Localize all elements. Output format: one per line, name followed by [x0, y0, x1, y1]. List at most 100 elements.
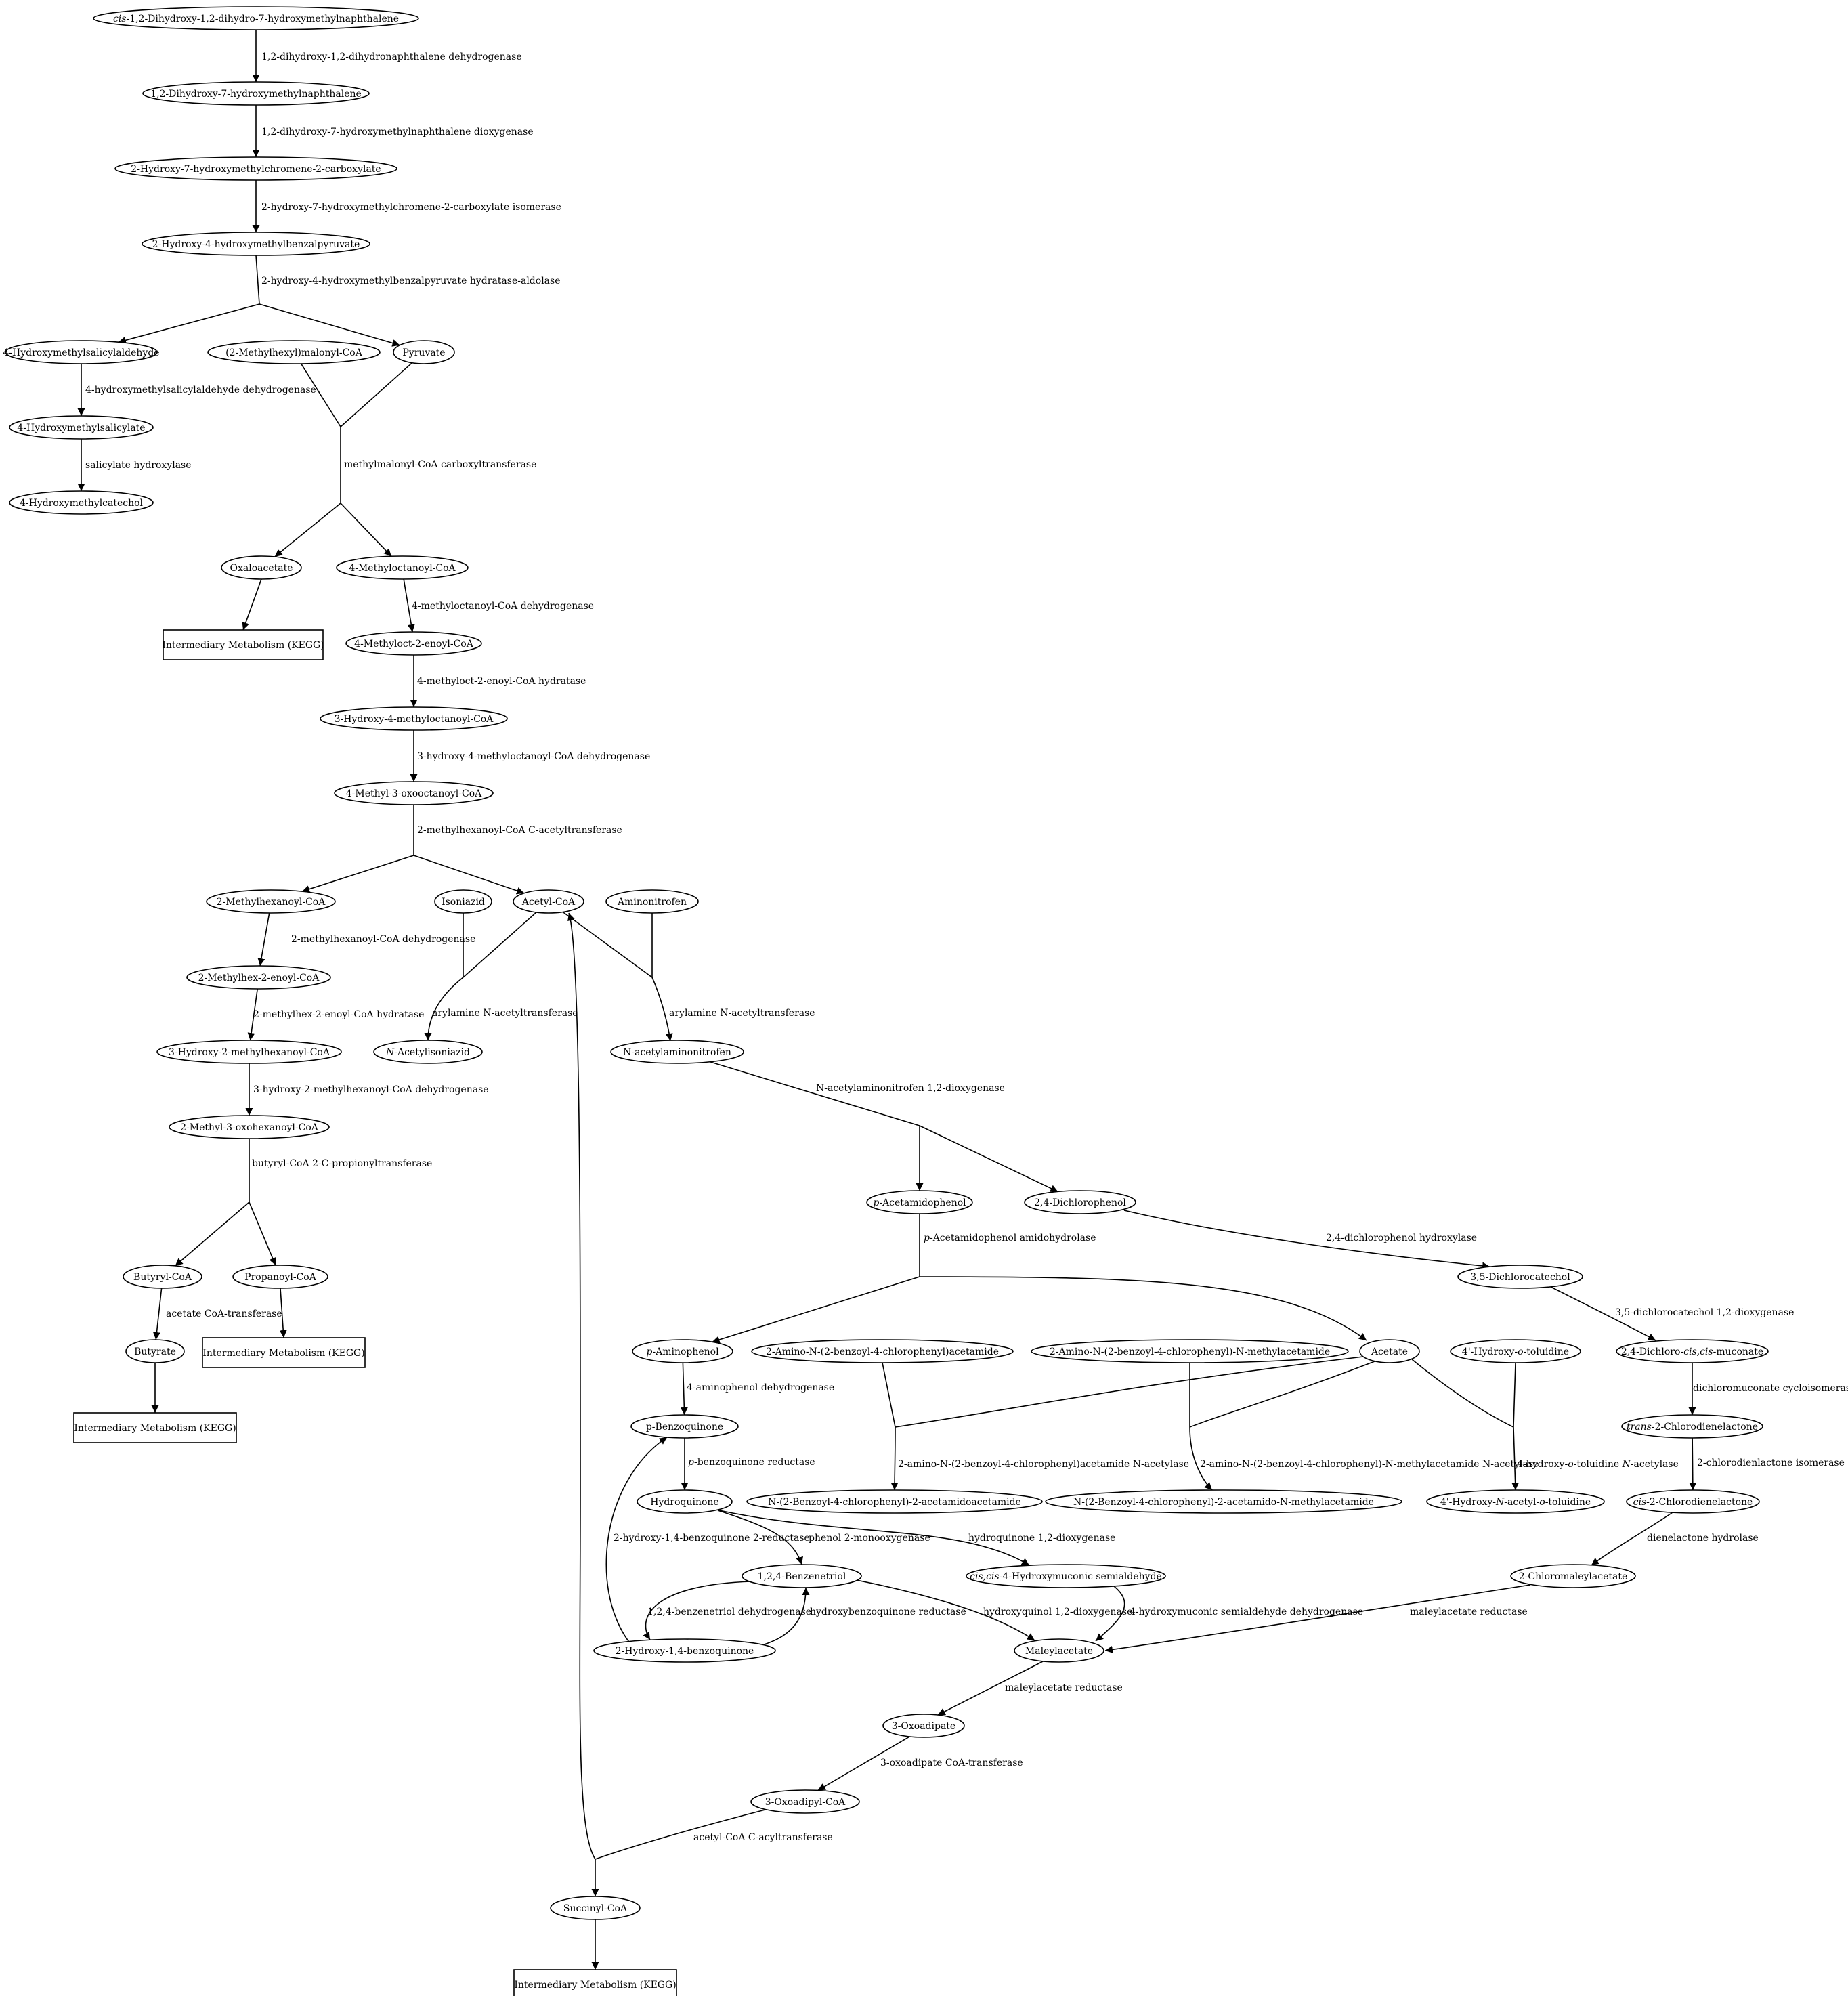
edge-e07-out-a: [274, 503, 341, 557]
node-pbq: p-Benzoquinone: [630, 1414, 739, 1439]
node-label: cis-2-Chlorodienelactone: [1633, 1497, 1753, 1508]
node-hmc: 4-Hydroxymethylcatechol: [9, 490, 154, 515]
node-label: p-Acetamidophenol: [873, 1197, 966, 1208]
edge-e07-out-b: [340, 503, 392, 557]
node-label: 4-Methyloctanoyl-CoA: [349, 563, 456, 574]
edge-e15-a: [175, 1202, 250, 1267]
node-label: Oxaloacetate: [230, 563, 293, 574]
edge-label-e31: phenol 2-monooxygenase: [809, 1533, 930, 1544]
node-label: 2-Hydroxy-7-hydroxymethylchromene-2-carb…: [131, 164, 381, 175]
edge-label-e30: 4-hydroxy-o-toluidine N-acetylase: [1517, 1459, 1679, 1470]
node-dcp: 2,4-Dichlorophenol: [1024, 1190, 1136, 1214]
edge-labels-layer: 1,2-dihydroxy-1,2-dihydronaphthalene deh…: [85, 51, 1848, 1843]
node-mo-coa: 4-Methyloctanoyl-CoA: [336, 555, 469, 580]
edge-e28-in-b: [895, 1356, 1364, 1428]
edge-e34: [643, 1581, 752, 1640]
node-label: 4'-Hydroxy-o-toluidine: [1462, 1346, 1569, 1357]
node-label: 1,2,4-Benzenetriol: [758, 1571, 846, 1582]
node-mooc-coa: 4-Methyl-3-oxooctanoyl-CoA: [334, 781, 494, 805]
node-label: 1,2-Dihydroxy-7-hydroxymethylnaphthalene: [150, 89, 362, 100]
node-label: Intermediary Metabolism (KEGG): [202, 1348, 364, 1359]
node-label: 4-Methyloct-2-enoyl-CoA: [354, 639, 474, 650]
node-label: 4-Hydroxymethylcatechol: [20, 498, 144, 509]
node-label: cis,cis-4-Hydroxymuconic semialdehyde: [970, 1571, 1162, 1582]
node-bcpaa: N-(2-Benzoyl-4-chlorophenyl)-2-acetamido…: [746, 1489, 1043, 1514]
node-label: 2-Hydroxy-1,4-benzoquinone: [616, 1646, 754, 1657]
node-maleylacetate: Maleylacetate: [1014, 1638, 1104, 1663]
node-hnaot: 4'-Hydroxy-N-acetyl-o-toluidine: [1426, 1489, 1605, 1514]
edge-e12: [257, 912, 270, 967]
edge-label-e22: 3,5-dichlorocatechol 1,2-dioxygenase: [1615, 1307, 1794, 1318]
edge-e30-in-b: [1411, 1359, 1514, 1428]
edge-label-e36: hydroxyquinol 1,2-dioxygenase: [983, 1607, 1132, 1617]
node-hms: 4-Hydroxymethylsalicylate: [9, 415, 154, 440]
edge-label-e20: p-Acetamidophenol amidohydrolase: [924, 1233, 1096, 1244]
node-label: (2-Methylhexyl)malonyl-CoA: [225, 347, 363, 358]
node-acetylcoa: Acetyl-CoA: [513, 889, 584, 914]
edge-e04-b: [259, 303, 400, 347]
edge-e18-in-b: [562, 911, 653, 978]
edge-label-e18: arylamine N-acetyltransferase: [669, 1008, 815, 1019]
node-kegg4: Intermediary Metabolism (KEGG): [513, 1969, 677, 1996]
edge-e19-stem: [710, 1061, 920, 1126]
node-label: p-Aminophenol: [646, 1346, 719, 1357]
node-label: 4-Hydroxymethylsalicylaldehyde: [3, 347, 159, 358]
node-label: 2-Methylhex-2-enoyl-CoA: [198, 973, 320, 983]
edge-label-e39: maleylacetate reductase: [1005, 1682, 1123, 1693]
node-acisoniazid: N-Acetylisoniazid: [373, 1040, 483, 1064]
edge-e15-b: [249, 1202, 276, 1266]
edge-label-e10: 3-hydroxy-4-methyloctanoyl-CoA dehydroge…: [417, 751, 650, 762]
edge-propanoyl-kegg: [279, 1288, 287, 1338]
edge-label-e05: 4-hydroxymethylsalicylaldehyde dehydroge…: [85, 385, 316, 396]
edge-label-e25: dienelactone hydrolase: [1647, 1533, 1759, 1544]
node-label: 2-Methylhexanoyl-CoA: [217, 897, 326, 908]
edge-label-e03: 2-hydroxy-7-hydroxymethylchromene-2-carb…: [261, 202, 561, 213]
node-label: Succinyl-CoA: [563, 1903, 628, 1914]
node-succinyl-coa: Succinyl-CoA: [550, 1896, 641, 1920]
edge-e13: [247, 988, 259, 1041]
node-oxaloacetate: Oxaloacetate: [221, 555, 302, 580]
node-hot: 4'-Hydroxy-o-toluidine: [1450, 1339, 1581, 1363]
edge-label-e32: hydroquinone 1,2-dioxygenase: [968, 1533, 1115, 1544]
node-bcpam: N-(2-Benzoyl-4-chlorophenyl)-2-acetamido…: [1045, 1489, 1402, 1514]
node-label: 3,5-Dichlorocatechol: [1470, 1272, 1570, 1283]
node-kegg2: Intermediary Metabolism (KEGG): [202, 1337, 366, 1368]
node-hmh-coa: 3-Hydroxy-2-methylhexanoyl-CoA: [156, 1040, 342, 1064]
edge-label-e23: dichloromuconate cycloisomerase: [1693, 1383, 1848, 1394]
edge-label-e01: 1,2-dihydroxy-1,2-dihydronaphthalene deh…: [261, 51, 522, 62]
node-hmo-coa: 3-Hydroxy-4-methyloctanoyl-CoA: [320, 706, 508, 731]
node-mo2e-coa: 4-Methyloct-2-enoyl-CoA: [345, 631, 482, 656]
node-label: Propanoyl-CoA: [244, 1272, 317, 1283]
node-oxoadipyl-coa: 3-Oxoadipyl-CoA: [750, 1789, 860, 1814]
edge-label-e27: p-benzoquinone reductase: [688, 1457, 815, 1468]
node-label: 3-Oxoadipate: [892, 1721, 955, 1732]
edge-e29-out: [1189, 1426, 1213, 1491]
edge-e07-in-a: [300, 363, 341, 427]
node-label: N-Acetylisoniazid: [385, 1047, 470, 1058]
edge-label-e02: 1,2-dihydroxy-7-hydroxymethylnaphthalene…: [261, 127, 534, 137]
edge-label-e06: salicylate hydroxylase: [85, 460, 192, 471]
edge-e41-in: [595, 1809, 766, 1860]
edge-label-e17: arylamine N-acetyltransferase: [432, 1008, 578, 1019]
edge-e24: [1689, 1437, 1697, 1491]
node-label: Pyruvate: [402, 347, 445, 358]
node-dhn: 1,2-Dihydroxy-7-hydroxymethylnaphthalene: [142, 81, 370, 106]
node-kegg3: Intermediary Metabolism (KEGG): [73, 1412, 237, 1443]
edge-label-e38: maleylacetate reductase: [1410, 1607, 1528, 1617]
edge-e08: [403, 578, 415, 633]
node-label: Butyrate: [134, 1346, 176, 1357]
node-label: 3-Oxoadipyl-CoA: [765, 1797, 846, 1808]
node-isoniazid: Isoniazid: [434, 889, 492, 914]
edge-e17-out: [424, 977, 464, 1041]
edge-label-e14: 3-hydroxy-2-methylhexanoyl-CoA dehydroge…: [253, 1084, 489, 1095]
node-label: 2,4-Dichloro-cis,cis-muconate: [1621, 1346, 1763, 1357]
edge-label-e35: hydroxybenzoquinone reductase: [810, 1607, 966, 1617]
nodes-layer: cis-1,2-Dihydroxy-1,2-dihydro-7-hydroxym…: [3, 6, 1769, 1996]
edge-e37: [1095, 1586, 1125, 1642]
edge-label-e40: 3-oxoadipate CoA-transferase: [880, 1758, 1023, 1768]
edge-label-e41: acetyl-CoA C-acyltransferase: [693, 1832, 833, 1843]
node-label: 2-Methyl-3-oxohexanoyl-CoA: [180, 1122, 319, 1133]
edge-e21: [1123, 1210, 1490, 1270]
node-label: 2-Amino-N-(2-benzoyl-4-chlorophenyl)-N-m…: [1050, 1346, 1330, 1357]
